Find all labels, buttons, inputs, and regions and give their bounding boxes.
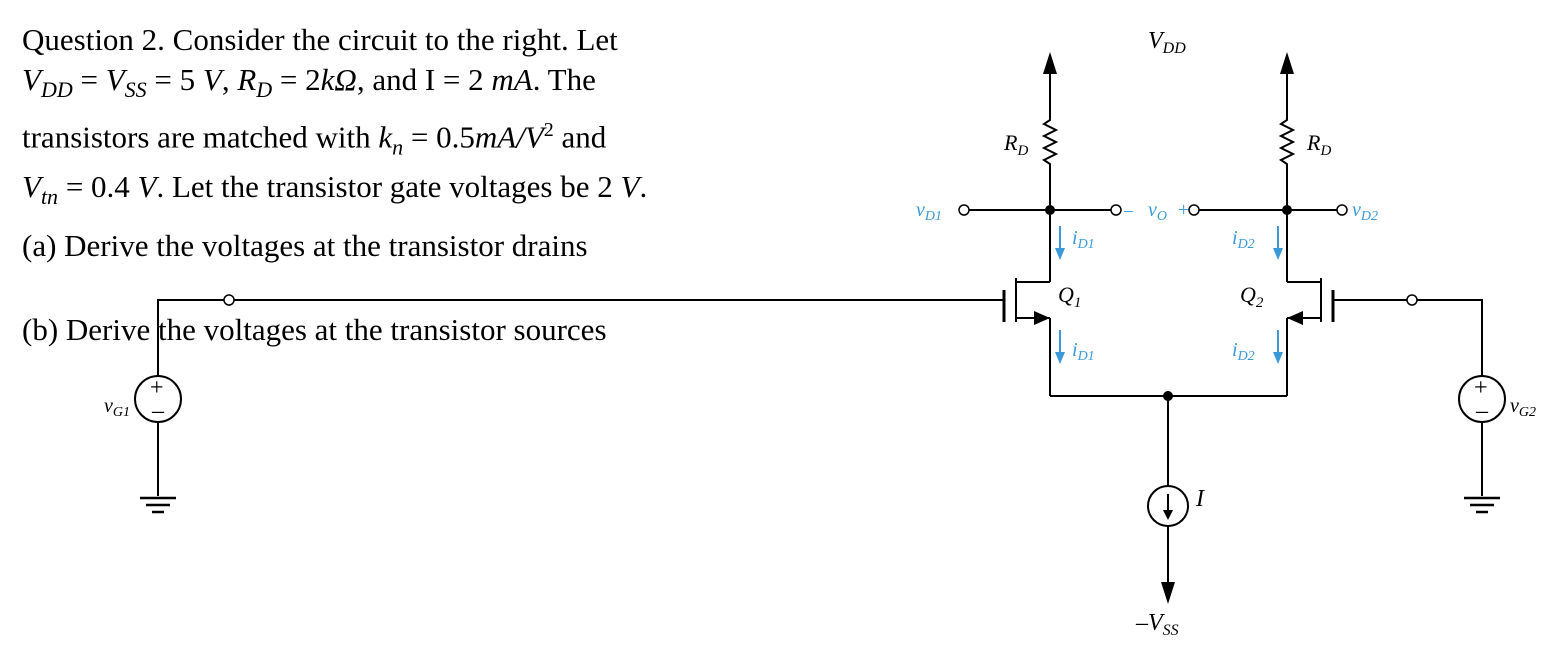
kn-unit: mA/V	[474, 119, 544, 155]
rd-left-resistor	[1041, 112, 1059, 172]
kn-exponent: 2	[543, 119, 554, 141]
separator-1: ,	[221, 62, 238, 97]
q2-label: Q2	[1240, 282, 1264, 311]
period: .	[639, 169, 648, 205]
vd1-label: vD1	[916, 199, 942, 224]
id2-top-arrow-icon	[1273, 248, 1283, 260]
equals-4: = 0.5	[403, 119, 475, 155]
unit-volts-3: V	[620, 169, 640, 205]
question-line-1: Question 2. Consider the circuit to the …	[22, 20, 762, 60]
id1-top-arrow-icon	[1055, 248, 1065, 260]
vd2-junction	[1282, 205, 1292, 215]
id2-top-label: iD2	[1232, 227, 1255, 252]
vg2-plus-sign: +	[1474, 375, 1488, 401]
vdd-label: VDD	[1148, 28, 1186, 57]
kn-symbol: k	[378, 119, 393, 155]
vo-plus-terminal	[1188, 204, 1200, 216]
unit-ma: mA	[491, 62, 533, 97]
and-current: , and I = 2	[356, 62, 492, 97]
q1-source-arrow-icon	[1034, 311, 1050, 325]
equals-5: = 0.4	[58, 169, 138, 205]
vg1-label: vG1	[104, 395, 130, 420]
q2-source-arrow-icon	[1287, 311, 1303, 325]
id2-bottom-arrow-icon	[1273, 352, 1283, 364]
equals-1: =	[72, 62, 106, 97]
vdd-left-arrow-icon	[1043, 52, 1057, 74]
vg2-wire-top	[1416, 299, 1483, 376]
vo-label: vO	[1148, 199, 1167, 224]
vd1-junction	[1045, 205, 1055, 215]
vo-minus-label: –	[1123, 200, 1134, 220]
vss-arrow-icon	[1161, 582, 1175, 604]
vg1-wire-top	[157, 299, 226, 376]
current-source	[1147, 485, 1189, 527]
vg2-label: vG2	[1510, 395, 1536, 420]
rd-right-label: RD	[1306, 130, 1331, 159]
vd2-terminal	[1336, 204, 1348, 216]
vdd-subscript: DD	[40, 77, 73, 102]
vss-label: –VSS	[1135, 610, 1179, 639]
rd-right-resistor	[1278, 112, 1296, 172]
current-arrows	[1059, 226, 1279, 356]
and-word: and	[553, 119, 607, 155]
vd1-terminal	[958, 204, 970, 216]
q1-label: Q1	[1058, 282, 1081, 311]
unit-volts-1: V	[202, 62, 222, 97]
source-junction	[1163, 391, 1173, 401]
vo-minus-terminal	[1110, 204, 1122, 216]
vg1-minus-sign: –	[151, 398, 165, 424]
gate-voltage-text: . Let the transistor gate voltages be 2	[156, 169, 621, 205]
vdd-symbol: V	[22, 62, 41, 97]
part-b: (b) Derive the voltages at the transisto…	[22, 312, 607, 347]
vg2-terminal	[1406, 294, 1418, 306]
vss-subscript: SS	[124, 77, 147, 102]
transistors-matched-text: transistors are matched with	[22, 119, 379, 155]
question-intro: Question 2. Consider the circuit to the …	[22, 22, 618, 57]
vtn-symbol: V	[22, 169, 41, 205]
kn-subscript: n	[392, 134, 404, 160]
i-label: I	[1195, 486, 1205, 512]
the-word: . The	[532, 62, 596, 97]
vg2-minus-sign: –	[1475, 398, 1489, 424]
equals-3: = 2	[272, 62, 321, 97]
vtn-subscript: tn	[40, 184, 59, 210]
rd-subscript: D	[256, 77, 273, 102]
id1-top-label: iD1	[1072, 227, 1095, 252]
rd-left-label: RD	[1003, 130, 1028, 159]
id1-bottom-arrow-icon	[1055, 352, 1065, 364]
unit-volts-2: V	[137, 169, 157, 205]
current-arrow-icon	[1163, 510, 1173, 520]
id2-bottom-label: iD2	[1232, 339, 1255, 364]
vdd-right-arrow-icon	[1280, 52, 1294, 74]
ground-right-icon	[1464, 496, 1500, 514]
question-line-2: VDD = VSS = 5 V, RD = 2kΩ, and I = 2 mA.…	[22, 60, 762, 110]
part-a: (a) Derive the voltages at the transisto…	[22, 228, 588, 263]
ground-left-icon	[140, 496, 176, 514]
question-text: Question 2. Consider the circuit to the …	[22, 20, 762, 217]
equals-2: = 5	[146, 62, 203, 97]
unit-kohm: kΩ	[320, 62, 357, 97]
vo-plus-label: +	[1178, 199, 1189, 221]
question-line-4: Vtn = 0.4 V. Let the transistor gate vol…	[22, 167, 762, 217]
rd-symbol: R	[237, 62, 257, 97]
vg1-plus-sign: +	[150, 375, 164, 401]
vg1-terminal	[223, 294, 235, 306]
vss-symbol: V	[105, 62, 125, 97]
question-line-3: transistors are matched with kn = 0.5mA/…	[22, 110, 762, 167]
id1-bottom-label: iD1	[1072, 339, 1095, 364]
vd2-label: vD2	[1352, 199, 1378, 224]
